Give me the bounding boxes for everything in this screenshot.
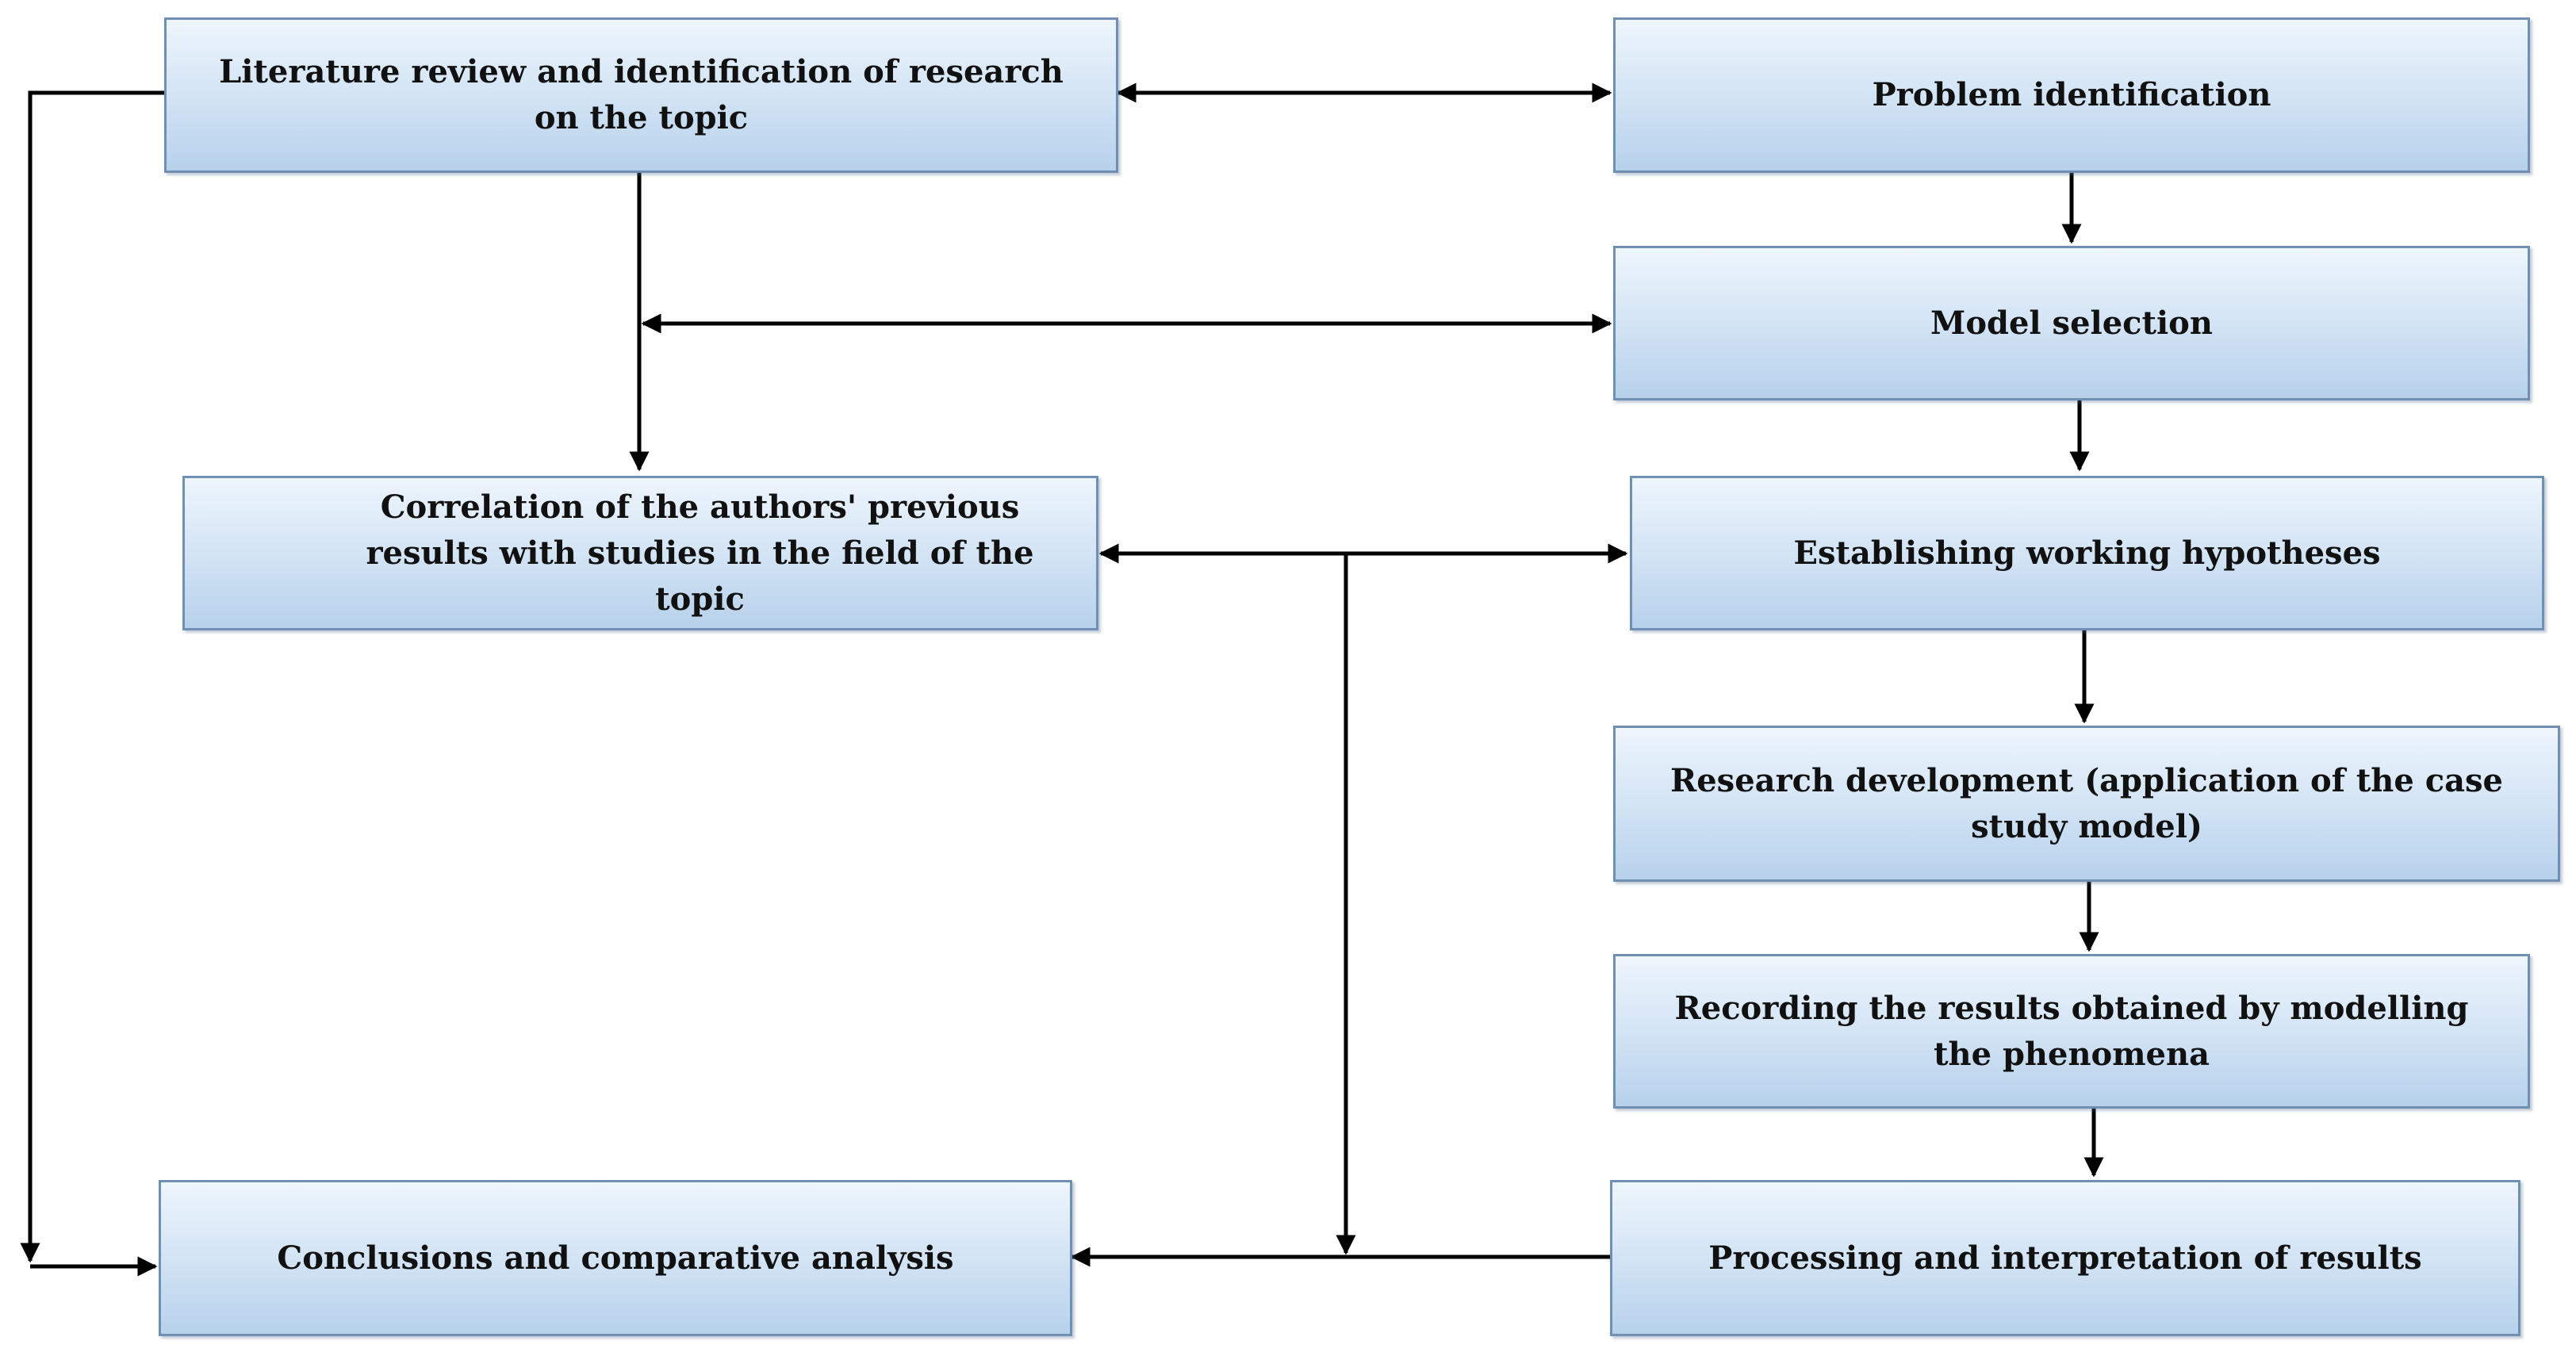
node-literature-review-label: Literature review and identification of … [219,53,1064,136]
node-conclusions: Conclusions and comparative analysis [159,1180,1072,1336]
node-working-hypotheses-label: Establishing working hypotheses [1793,534,2381,572]
node-conclusions-label: Conclusions and comparative analysis [277,1239,954,1277]
node-processing-results: Processing and interpretation of results [1610,1180,2520,1336]
node-research-development-label: Research development (application of the… [1669,761,2504,845]
node-literature-review: Literature review and identification of … [164,17,1118,173]
node-working-hypotheses: Establishing working hypotheses [1630,476,2544,630]
arrow-literature-conclusions [20,90,164,1263]
node-model-selection-label: Model selection [1930,304,2213,342]
node-research-development: Research development (application of the… [1613,726,2560,882]
node-correlation: Correlation of the authors' previous res… [182,476,1098,630]
node-recording-results-label: Recording the results obtained by modell… [1674,989,2469,1073]
node-problem-identification-label: Problem identification [1872,76,2271,113]
node-recording-results: Recording the results obtained by modell… [1613,954,2530,1109]
node-correlation-label: Correlation of the authors' previous res… [366,488,1034,618]
node-problem-identification: Problem identification [1613,17,2530,173]
node-model-selection: Model selection [1613,246,2530,400]
node-processing-results-label: Processing and interpretation of results [1708,1239,2422,1277]
